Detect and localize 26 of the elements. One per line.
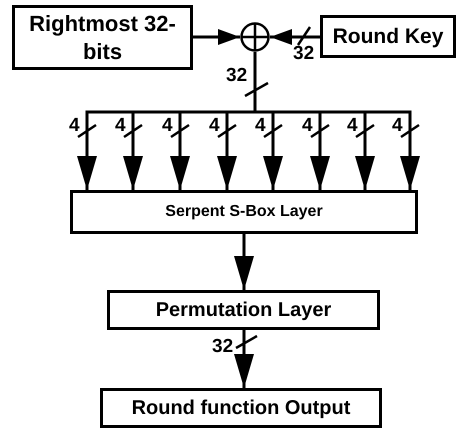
bus-split-arrow xyxy=(77,52,420,190)
bus-width-label: 4 xyxy=(69,116,80,135)
bus-width-label: 4 xyxy=(255,116,266,135)
arrow xyxy=(234,234,254,290)
arrow xyxy=(193,29,240,45)
process-box xyxy=(320,15,456,58)
process-box xyxy=(100,388,382,428)
box-label: Round Key xyxy=(332,24,444,50)
box-label: Permutation Layer xyxy=(156,298,332,323)
bus-width-label: 4 xyxy=(347,116,358,135)
bus-width-label: 4 xyxy=(115,116,126,135)
box-label: Serpent S-Box Layer xyxy=(165,202,323,222)
process-box xyxy=(12,5,193,70)
process-box xyxy=(107,290,380,330)
arrow xyxy=(270,26,320,46)
bus-width-label: 4 xyxy=(392,116,403,135)
process-box xyxy=(70,190,418,234)
box-label: Round function Output xyxy=(132,396,350,421)
bus-width-label: 4 xyxy=(302,116,313,135)
bus-width-label: 32 xyxy=(293,44,314,63)
box-label: Rightmost 32-bits xyxy=(28,10,177,66)
bus-width-label: 4 xyxy=(209,116,220,135)
arrow xyxy=(234,330,258,388)
bus-width-label: 32 xyxy=(226,66,248,85)
bus-width-label: 4 xyxy=(162,116,173,135)
bus-width-label: 32 xyxy=(212,337,234,356)
